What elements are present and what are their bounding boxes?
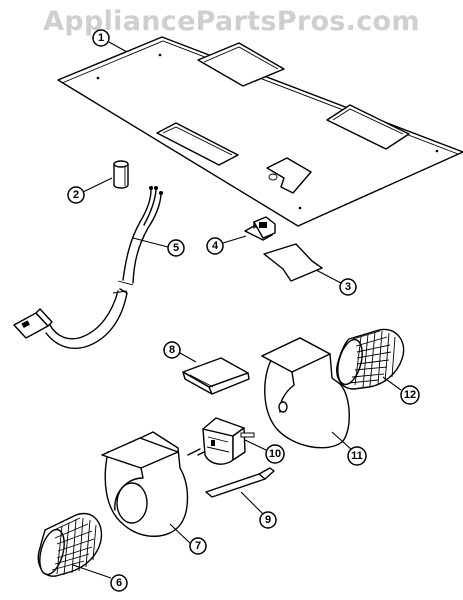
callout-2: 2 [67, 186, 85, 204]
blower-wheel-right[interactable] [333, 328, 405, 390]
wire-harness[interactable] [13, 186, 163, 350]
svg-text:10: 10 [269, 448, 281, 460]
callout-6: 6 [110, 574, 128, 592]
svg-text:8: 8 [169, 344, 175, 356]
svg-text:1: 1 [98, 32, 104, 44]
svg-text:4: 4 [212, 240, 219, 252]
blower-housing-right[interactable] [261, 337, 350, 449]
svg-text:9: 9 [265, 514, 271, 526]
callout-12: 12 [400, 385, 420, 405]
top-panel[interactable] [57, 36, 463, 227]
blower-wheel-left[interactable] [35, 512, 103, 578]
leader-lines [72, 41, 402, 579]
callout-8: 8 [163, 341, 181, 359]
callout-1: 1 [92, 29, 110, 47]
mounting-strip[interactable] [205, 467, 275, 498]
filter-panel[interactable] [182, 357, 250, 395]
svg-text:12: 12 [404, 389, 416, 401]
svg-text:11: 11 [351, 450, 363, 462]
svg-text:6: 6 [116, 577, 122, 589]
plate-part[interactable] [263, 243, 323, 282]
svg-text:5: 5 [173, 242, 179, 254]
callout-9: 9 [259, 511, 277, 529]
callout-5: 5 [167, 239, 185, 257]
svg-text:2: 2 [73, 189, 79, 201]
spacer-part[interactable] [113, 160, 129, 189]
callout-4: 4 [206, 237, 224, 255]
blower-motor[interactable] [187, 417, 255, 465]
svg-text:7: 7 [195, 540, 201, 552]
clip-part[interactable] [244, 216, 276, 241]
callout-3: 3 [339, 278, 357, 296]
blower-housing-left[interactable] [101, 431, 189, 537]
callout-7: 7 [189, 537, 207, 555]
svg-text:3: 3 [345, 281, 351, 293]
callout-11: 11 [347, 446, 367, 466]
callout-10: 10 [265, 444, 285, 464]
